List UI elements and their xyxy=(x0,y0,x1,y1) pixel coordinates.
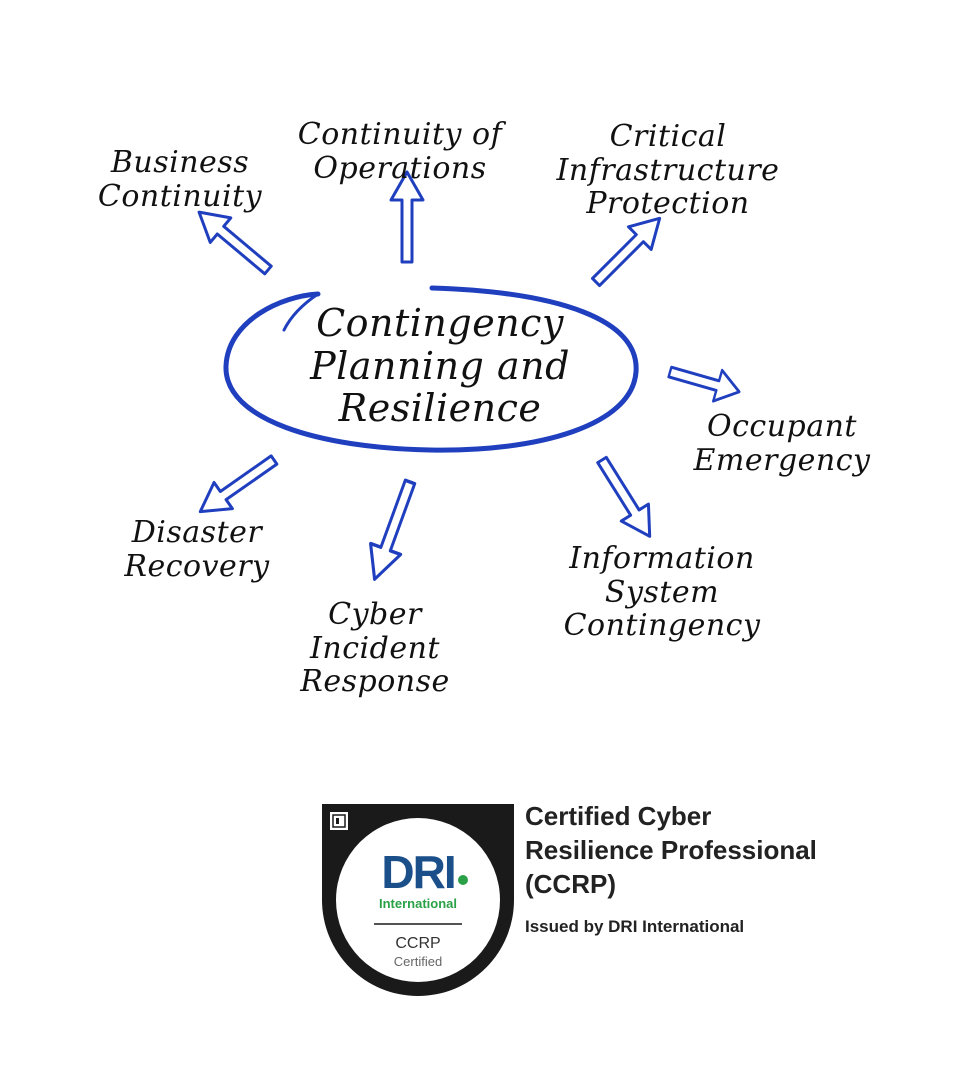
node-business-continuity: Business Continuity xyxy=(88,146,272,213)
node-occupant-emergency: Occupant Emergency xyxy=(690,410,874,477)
badge-title-line: (CCRP) xyxy=(525,868,616,899)
badge-issuer: Issued by DRI International xyxy=(525,917,745,937)
node-label-line: Critical xyxy=(609,119,727,154)
node-continuity-of-operations: Continuity of Operations xyxy=(284,118,516,185)
node-label-line: Response xyxy=(300,664,450,700)
center-line-1: Contingency xyxy=(316,301,564,345)
badge-cert-status: Certified xyxy=(394,954,442,969)
badge-title: Certified Cyber Resilience Professional … xyxy=(525,800,945,901)
node-label-line: Information xyxy=(569,541,755,576)
node-information-system: Information System Contingency xyxy=(548,542,776,643)
node-disaster-recovery: Disaster Recovery xyxy=(114,516,280,583)
badge-cert-code: CCRP xyxy=(395,935,440,952)
badge-graphic: DRI International CCRP Certified xyxy=(322,804,514,996)
node-label-line: Contingency xyxy=(563,608,761,644)
node-label-line: Continuity of xyxy=(297,117,503,152)
node-label-line: System xyxy=(604,574,720,610)
logo-dot xyxy=(458,875,468,885)
node-label-line: Disaster xyxy=(131,515,263,550)
node-cyber-incident: Cyber Incident Response xyxy=(290,598,460,699)
badge-title-line: Resilience Professional xyxy=(525,834,817,865)
node-label-line: Incident xyxy=(310,630,440,666)
badge-description: Certified Cyber Resilience Professional … xyxy=(525,800,945,937)
node-label-line: Protection xyxy=(586,186,750,222)
arrow-occupant-emergency xyxy=(664,355,746,409)
node-label-line: Recovery xyxy=(124,548,270,584)
arrow-disaster-recovery xyxy=(189,445,285,527)
node-label-line: Occupant xyxy=(707,409,857,444)
node-label-line: Cyber xyxy=(328,597,422,632)
center-line-2: Planning and xyxy=(310,343,570,388)
arrow-information-system xyxy=(586,450,665,547)
arrow-cyber-incident xyxy=(357,474,427,587)
center-ellipse xyxy=(223,285,639,453)
ccrp-badge: DRI International CCRP Certified xyxy=(318,800,518,1000)
badge-logo-sub: International xyxy=(379,896,457,911)
node-label-line: Operations xyxy=(313,150,487,186)
node-label-line: Infrastructure xyxy=(556,152,780,188)
badge-title-line: Certified Cyber xyxy=(525,801,712,831)
center-line-3: Resilience xyxy=(338,386,542,431)
node-label-line: Business xyxy=(110,145,250,180)
diagram-graphics xyxy=(187,170,746,587)
node-label-line: Emergency xyxy=(693,442,871,478)
node-critical-infrastructure: Critical Infrastructure Protection xyxy=(540,120,796,221)
node-label-line: Continuity xyxy=(97,178,263,214)
center-title: Contingency Planning and Resilience xyxy=(240,302,640,430)
badge-logo-text: DRI xyxy=(381,846,454,898)
